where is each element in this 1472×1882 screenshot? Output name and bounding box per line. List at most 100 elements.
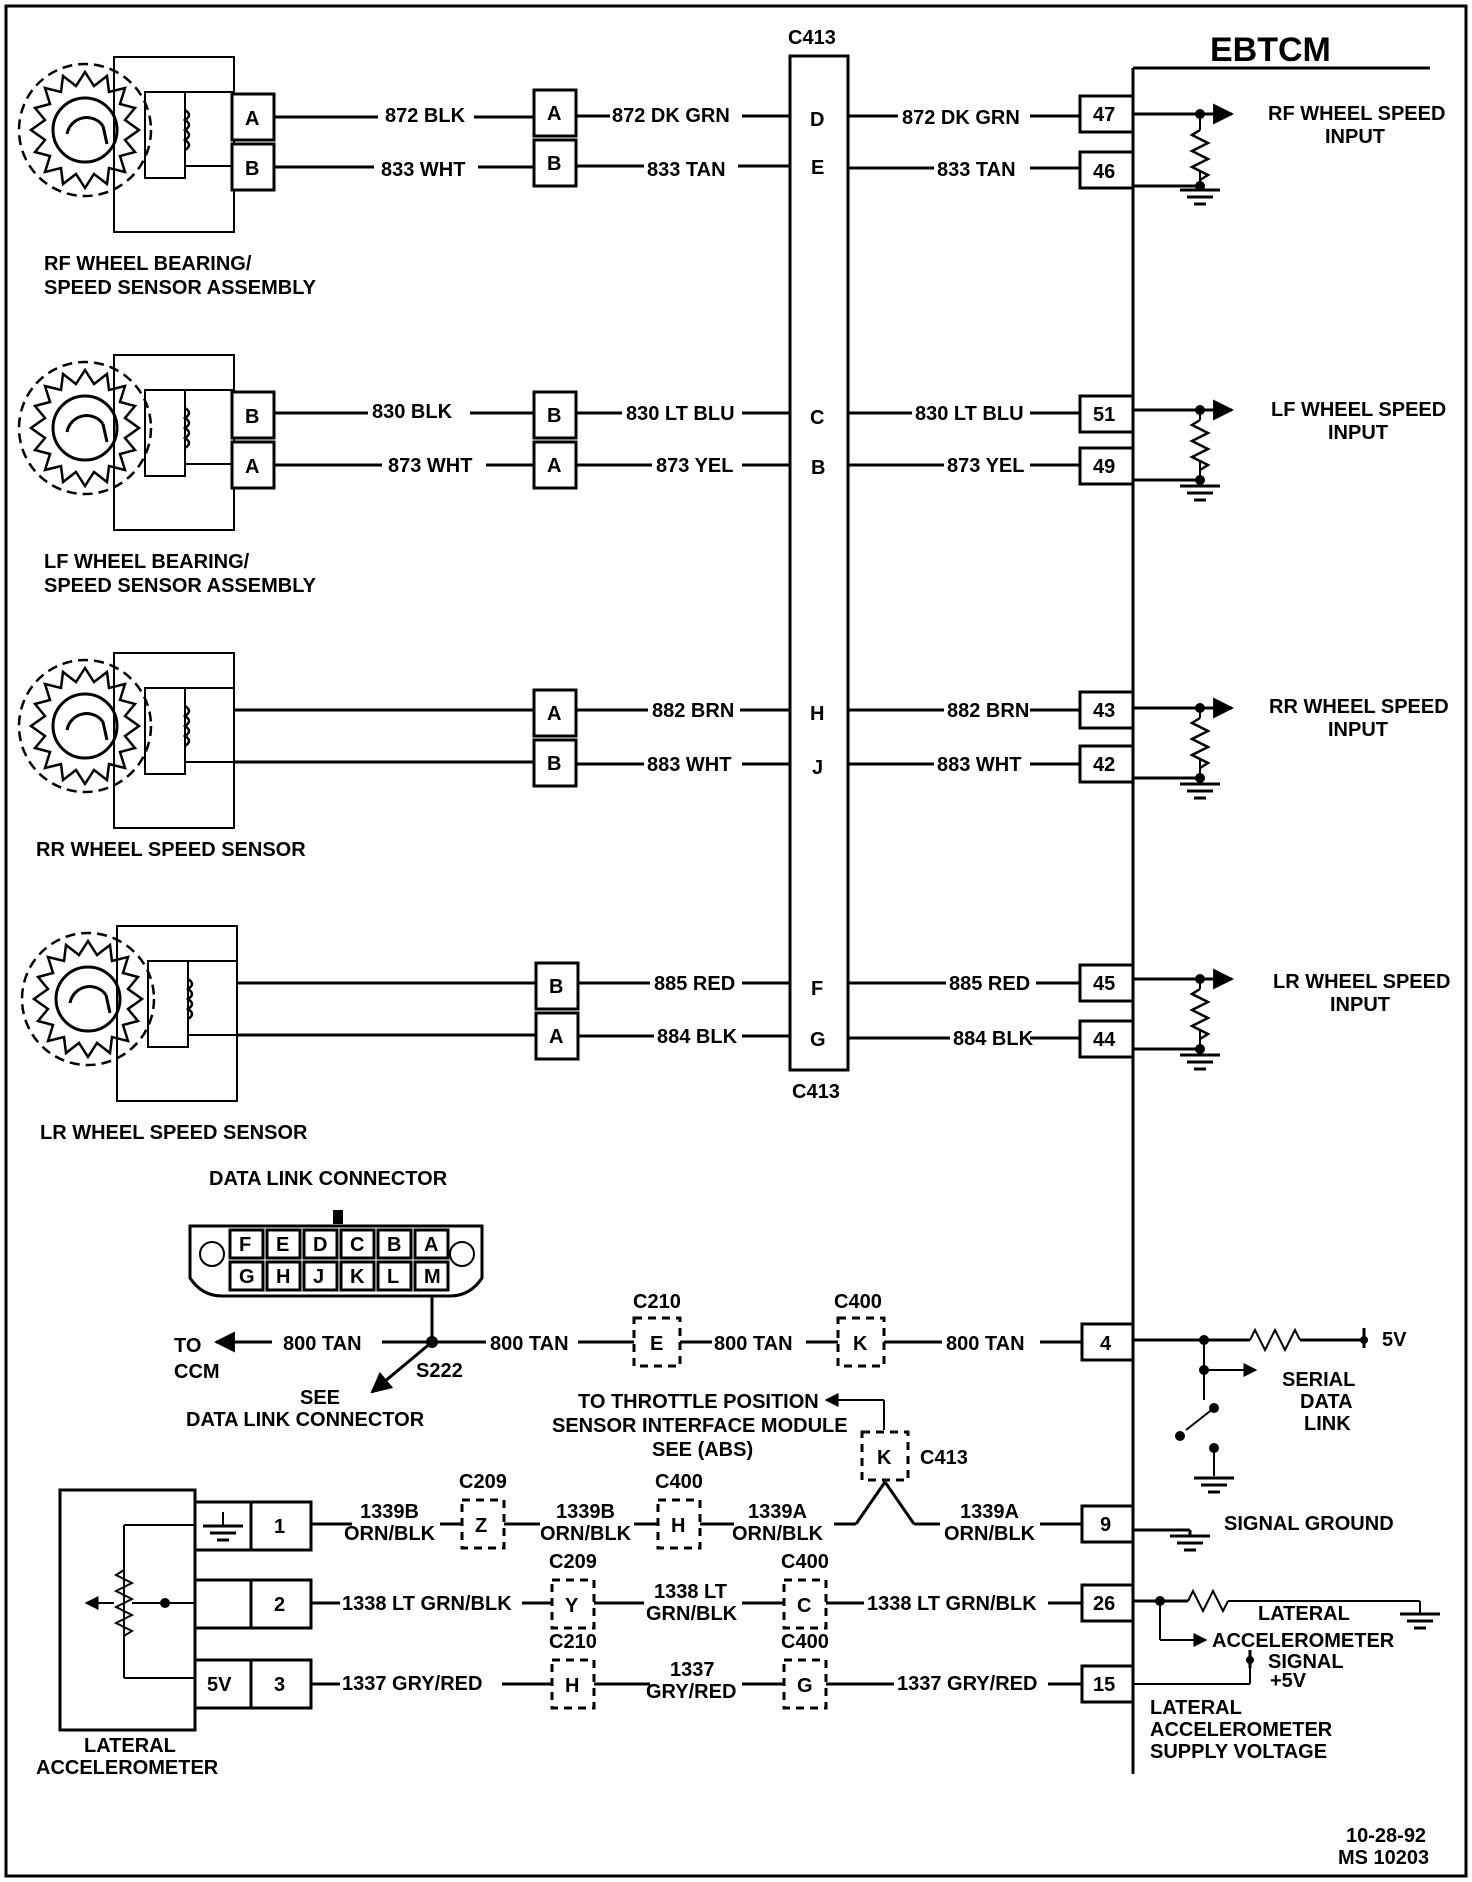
rf-ecu-bot: 46: [1093, 161, 1115, 183]
rr-input-l2: INPUT: [1328, 719, 1388, 741]
accel-label-l2: ACCELEROMETER: [36, 1757, 219, 1779]
rf-label-l1: RF WHEEL BEARING/: [44, 253, 252, 275]
row1-w1-l2: ORN/BLK: [344, 1523, 436, 1545]
lf-wire2-bot: 873 YEL: [656, 455, 733, 477]
rr-wheel-icon: [17, 658, 153, 794]
row2-c209-pin: Y: [565, 1595, 579, 1617]
dlc-pin-label: H: [276, 1266, 290, 1288]
lr-input-l1: LR WHEEL SPEED: [1273, 971, 1450, 993]
row1-w3-l1: 1339A: [748, 1501, 807, 1523]
lf-inline-bot: A: [547, 455, 561, 477]
rf-wheel-icon: [17, 62, 153, 198]
rr-wire2-bot: 883 WHT: [647, 754, 731, 776]
dlc-pin-label: J: [313, 1266, 324, 1288]
serial-wire-b: 800 TAN: [946, 1333, 1025, 1355]
lr-c413-top: F: [811, 978, 823, 1000]
lf-input-l2: INPUT: [1328, 422, 1388, 444]
row1-c400-pin: H: [671, 1515, 685, 1537]
dlc-pin-cell: [339, 1228, 376, 1260]
dlc-wire-left: 800 TAN: [283, 1333, 362, 1355]
serial-5v: 5V: [1382, 1329, 1407, 1351]
rr-inline-bot: B: [547, 753, 561, 775]
lr-c413-bot: G: [810, 1029, 826, 1051]
lr-ecu-bot: 44: [1093, 1029, 1116, 1051]
accel-5v-box: 5V: [207, 1674, 232, 1696]
c209-z-connector: [460, 1498, 506, 1550]
rf-inline-bot: B: [547, 153, 561, 175]
row3-c210-pin: H: [565, 1675, 579, 1697]
lr-inline-bot: A: [549, 1026, 563, 1048]
dlc-see-l2: DATA LINK CONNECTOR: [186, 1409, 425, 1431]
rr-ecu-top: 43: [1093, 700, 1115, 722]
dlc-pin-cell: [265, 1260, 302, 1292]
dlc-pin-cell: [413, 1228, 450, 1260]
dlc-pin-label: M: [424, 1266, 441, 1288]
dlc-pin-label: B: [387, 1234, 401, 1256]
row2-w2-l2: GRN/BLK: [646, 1603, 738, 1625]
page-border: [4, 4, 1468, 1878]
row3-w2-l1: 1337: [670, 1659, 715, 1681]
dlc-connector: [188, 1210, 484, 1298]
c413-top-label: C413: [788, 27, 836, 49]
row2-out-l2: ACCELEROMETER: [1212, 1630, 1395, 1652]
rr-sensor-group: RR WHEEL SPEED SENSOR: [17, 652, 306, 861]
rr-wire3-top: 882 BRN: [947, 700, 1029, 722]
rr-inline-top: A: [547, 703, 561, 725]
rf-inline-top: A: [547, 103, 561, 125]
rr-wire3-bot: 883 WHT: [937, 754, 1021, 776]
dlc-pin-label: K: [350, 1266, 365, 1288]
lr-wire2-bot: 884 BLK: [657, 1026, 738, 1048]
serial-wire-a: 800 TAN: [714, 1333, 793, 1355]
lr-input-l2: INPUT: [1330, 994, 1390, 1016]
row1-w4-l1: 1339A: [960, 1501, 1019, 1523]
row1-w4-l2: ORN/BLK: [944, 1523, 1036, 1545]
lr-inline-top: B: [549, 976, 563, 998]
dlc-pin-label: A: [424, 1234, 438, 1256]
lr-ecu-top: 45: [1093, 973, 1115, 995]
row2-out-l1: LATERAL: [1258, 1603, 1350, 1625]
footer-date: 10-28-92: [1346, 1825, 1426, 1847]
row3-out-l2: ACCELEROMETER: [1150, 1719, 1333, 1741]
dlc-pin-label: G: [239, 1266, 255, 1288]
row2-w2-l1: 1338 LT: [654, 1581, 727, 1603]
dlc-pin-cell: [302, 1260, 339, 1292]
lf-wire2-top: 830 LT BLU: [626, 403, 735, 425]
lr-wire2-top: 885 RED: [654, 973, 735, 995]
c400-g-connector: [782, 1658, 828, 1710]
c210-pin: E: [650, 1333, 663, 1355]
row2-c400-label: C400: [781, 1551, 829, 1573]
rr-ecu-bot: 42: [1093, 754, 1115, 776]
rf-ecu-top: 47: [1093, 104, 1115, 126]
row2-w1: 1338 LT GRN/BLK: [342, 1593, 512, 1615]
row1-w2-l1: 1339B: [556, 1501, 615, 1523]
dlc-pin-cell: [376, 1228, 413, 1260]
lf-pin-top: B: [245, 406, 259, 428]
dlc-pin-cell: [265, 1228, 302, 1260]
tps-pin: K: [877, 1447, 892, 1469]
rf-wire2-top: 872 DK GRN: [612, 105, 730, 127]
rf-pin-top: A: [245, 108, 259, 130]
lf-c413-bot: B: [811, 457, 825, 479]
rr-input-l1: RR WHEEL SPEED: [1269, 696, 1449, 718]
row3-c210-label: C210: [549, 1631, 597, 1653]
rf-input-l1: RF WHEEL SPEED: [1268, 103, 1445, 125]
tps-l3: SEE (ABS): [652, 1439, 753, 1461]
lf-wire3-top: 830 LT BLU: [915, 403, 1024, 425]
rf-wire3-bot: 833 TAN: [937, 159, 1016, 181]
lf-wire1-top: 830 BLK: [372, 401, 453, 423]
accel-pin-2: 2: [274, 1594, 285, 1616]
row3-c400-pin: G: [797, 1675, 813, 1697]
rf-c413-bot: E: [811, 157, 824, 179]
footer-code: MS 10203: [1338, 1847, 1429, 1869]
lr-wire3-bot: 884 BLK: [953, 1028, 1034, 1050]
row1-w3-l2: ORN/BLK: [732, 1523, 824, 1545]
c413-bottom-label: C413: [792, 1081, 840, 1103]
lf-wire1-bot: 873 WHT: [388, 455, 472, 477]
lf-label-l1: LF WHEEL BEARING/: [44, 551, 250, 573]
rf-pin-bot: B: [245, 158, 259, 180]
tps-l2: SENSOR INTERFACE MODULE: [552, 1415, 848, 1437]
dlc-pin-label: C: [350, 1234, 364, 1256]
serial-label-l2: DATA: [1300, 1391, 1353, 1413]
accel-pin-3: 3: [274, 1674, 285, 1696]
dlc-pin-label: D: [313, 1234, 327, 1256]
